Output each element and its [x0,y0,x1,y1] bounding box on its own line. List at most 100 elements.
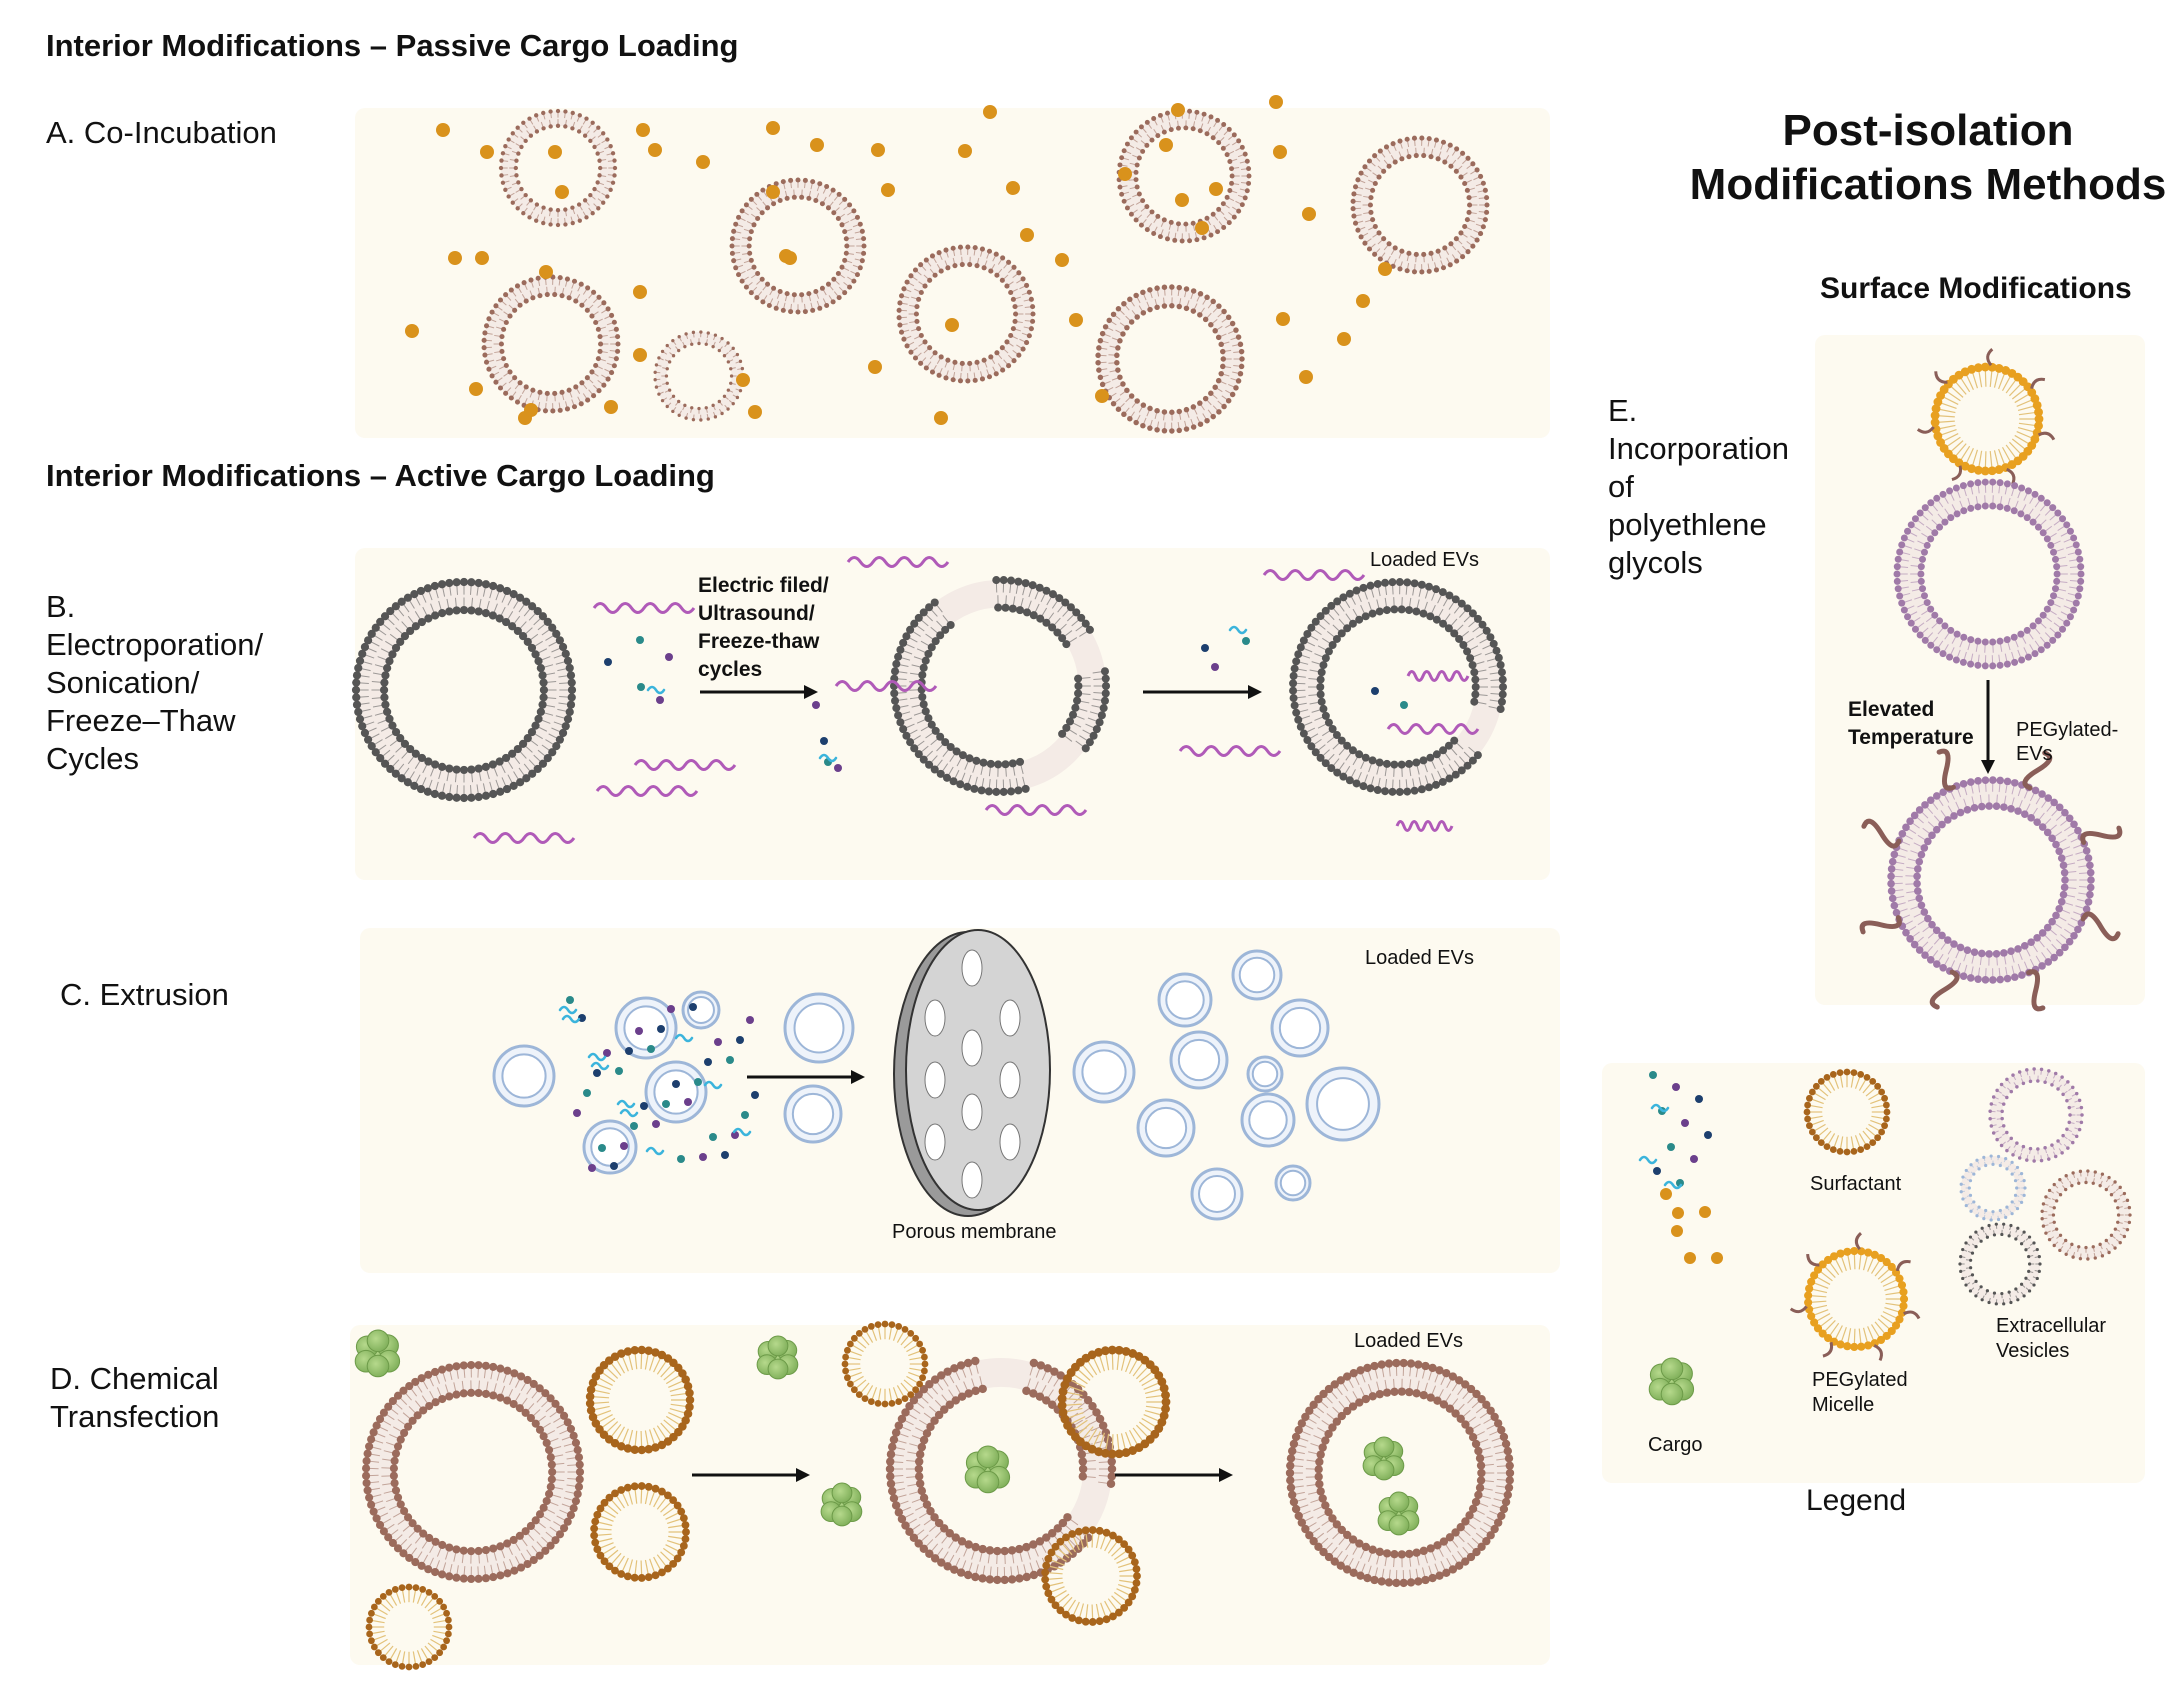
cargo-particle [958,144,972,158]
nucleic-acid-wave [1178,745,1282,757]
cargo-particle [677,1155,685,1163]
cargo-particle [436,123,450,137]
extracellular-vesicle [783,992,855,1064]
cargo-particle [1159,138,1173,152]
loaded-vesicle [1072,1040,1136,1104]
nucleic-acid-wave [1395,820,1454,832]
cargo-particle [934,411,948,425]
panel-co-incubation [355,108,1550,438]
legend-cargo-particle [1649,1071,1657,1079]
surfactant-micelle [585,1345,695,1455]
legend-rna-fragment [1638,1155,1658,1165]
intact-vesicle [351,577,577,803]
cargo-particle [1242,637,1250,645]
cargo-particle [1209,182,1223,196]
cargo-particle [539,265,553,279]
cargo-particle [620,1142,628,1150]
cargo-particle [1269,95,1283,109]
extracellular-vesicle [783,1084,843,1144]
loaded-vesicle [1240,1092,1296,1148]
legend-orange-particle [1671,1225,1683,1237]
cargo-particle [1171,103,1185,117]
extrusion-label: C. Extrusion [60,977,229,1012]
legend-vesicles-label: Extracellular Vesicles [1996,1315,2107,1362]
cargo-particle [630,1122,638,1130]
rna-fragment [561,1014,581,1024]
surfactant-micelle [841,1320,929,1408]
electroporation-step-label: Electric filed/ Ultrasound/ Freeze-thaw … [698,574,829,681]
extracellular-vesicle [582,1119,638,1175]
rna-fragment [674,1033,694,1043]
cargo-particle [662,1100,670,1108]
cargo-particle [1069,313,1083,327]
cargo-particle [1400,701,1408,709]
cargo-particle [684,1098,692,1106]
legend-caption: Legend [1806,1484,1907,1517]
legend-orange-particle [1660,1188,1672,1200]
electroporation-label: B. Electroporation/ Sonication/ Freeze–T… [46,589,264,776]
nucleic-acid-wave [984,804,1088,816]
cargo-particle [696,155,710,169]
cargo-particle [405,324,419,338]
cargo-particle [615,1067,623,1075]
cargo-particle [689,1003,697,1011]
surface-modifications-title: Surface Modifications [1820,272,2132,305]
heating-arrow [1981,680,1995,774]
surfactant-micelle [365,1583,453,1671]
cargo-particle [636,636,644,644]
cargo-particle [573,1109,581,1117]
cargo-particle [766,121,780,135]
cargo-particle [1118,167,1132,181]
cargo-particle [672,1080,680,1088]
cargo-particle [783,251,797,265]
cargo-particle [1299,370,1313,384]
cargo-particle [726,1056,734,1064]
cargo-particle [1378,262,1392,276]
cargo-particle [588,1164,596,1172]
cargo-particle [709,1133,717,1141]
extracellular-vesicle [492,1044,556,1108]
legend-cargo-particle [1690,1155,1698,1163]
rna-fragment [619,1108,639,1118]
cargo-particle [741,1111,749,1119]
cargo-particle [812,701,820,709]
cargo-particle [704,1058,712,1066]
nucleic-acid-wave [846,556,950,568]
surfactant-micelle [1041,1526,1141,1626]
cargo-particle [1337,332,1351,346]
cargo-particle [721,1151,729,1159]
rna-fragment [732,1127,752,1137]
extracellular-vesicle [729,177,867,315]
legend-cargo-particle [1681,1119,1689,1127]
cargo-particle [548,145,562,159]
surfactant-micelle [590,1482,690,1582]
cargo-particle [633,348,647,362]
nucleic-acid-wave [1406,670,1470,682]
extrusion-loaded-label: Loaded EVs [1365,947,1474,969]
extracellular-vesicle [498,108,618,228]
legend-surfactant [1803,1068,1891,1156]
cargo-cluster [1362,1436,1405,1481]
porous-membrane-label: Porous membrane [892,1221,1057,1243]
legend-cargo-particle [1672,1083,1680,1091]
cargo-particle [714,1038,722,1046]
pegylated-evs-label: PEGylated- EVs [2016,719,2119,765]
cargo-cluster [354,1329,401,1378]
cargo-particle [1095,389,1109,403]
cargo-particle [1371,687,1379,695]
rna-fragment [590,1061,610,1071]
rna-fragment [558,1005,578,1015]
cargo-particle [633,285,647,299]
cargo-cluster [820,1482,863,1527]
legend-orange-particle [1684,1252,1696,1264]
elevated-temperature-label: Elevated Temperature [1848,698,1974,749]
panel-pegylation [1815,335,2145,1005]
cargo-particle [637,683,645,691]
cargo-particle [667,1005,675,1013]
cargo-cluster [756,1335,799,1380]
extracellular-vesicle [644,1060,708,1124]
cargo-particle [1020,228,1034,242]
step-arrow [692,1468,810,1482]
rna-fragment [703,1080,723,1090]
